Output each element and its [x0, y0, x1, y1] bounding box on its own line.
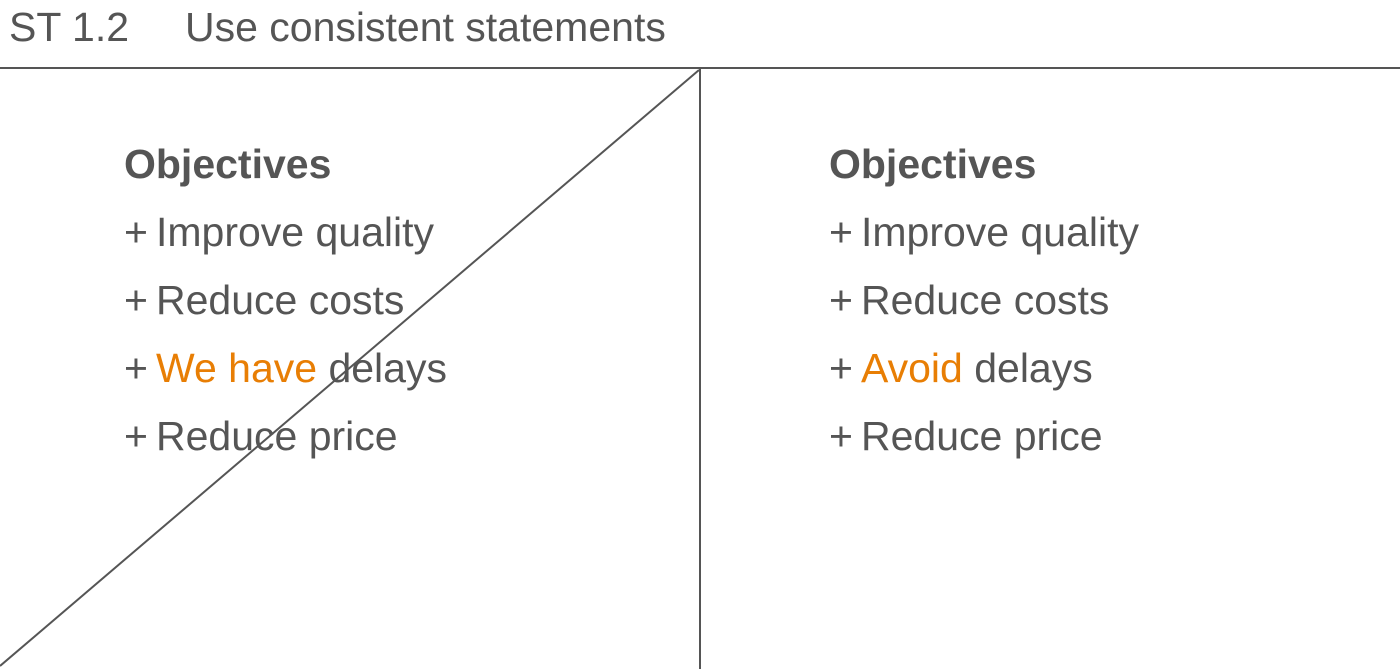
highlighted-phrase: Avoid [861, 345, 963, 391]
plus-bullet: + [829, 413, 853, 459]
page-title: ST 1.2 Use consistent statements [9, 4, 666, 50]
plus-bullet: + [829, 209, 853, 255]
plus-bullet: + [829, 277, 853, 323]
column-divider [699, 69, 701, 669]
plus-bullet: + [124, 413, 148, 459]
plus-bullet: + [829, 345, 853, 391]
right-objective-item: +Improve quality [829, 207, 1139, 257]
left-panel-heading: Objectives [124, 141, 332, 187]
header-divider [0, 67, 1400, 69]
left-objective-item: +Reduce price [124, 411, 447, 461]
left-objective-list: +Improve quality +Reduce costs +We have … [124, 207, 447, 461]
left-objective-item: +Reduce costs [124, 275, 447, 325]
highlighted-phrase: We have [156, 345, 318, 391]
objective-text: Reduce price [861, 413, 1103, 459]
right-panel-heading: Objectives [829, 141, 1037, 187]
objective-text: Reduce costs [156, 277, 405, 323]
right-objective-item: +Reduce price [829, 411, 1139, 461]
section-title: Use consistent statements [185, 4, 666, 50]
plus-bullet: + [124, 345, 148, 391]
right-objective-list: +Improve quality +Reduce costs +Avoid de… [829, 207, 1139, 461]
objective-text: Improve quality [861, 209, 1140, 255]
left-objective-item: +We have delays [124, 343, 447, 393]
objective-text: Improve quality [156, 209, 435, 255]
right-objective-item: +Reduce costs [829, 275, 1139, 325]
objective-text: Reduce costs [861, 277, 1110, 323]
plus-bullet: + [124, 277, 148, 323]
section-code: ST 1.2 [9, 4, 130, 50]
left-objective-item: +Improve quality [124, 207, 447, 257]
plus-bullet: + [124, 209, 148, 255]
right-objective-item: +Avoid delays [829, 343, 1139, 393]
objective-text: Reduce price [156, 413, 398, 459]
left-panel-wrong-example: Objectives +Improve quality +Reduce cost… [124, 139, 447, 479]
objective-text: delays [317, 345, 447, 391]
right-panel-correct-example: Objectives +Improve quality +Reduce cost… [829, 139, 1139, 479]
objective-text: delays [962, 345, 1093, 391]
